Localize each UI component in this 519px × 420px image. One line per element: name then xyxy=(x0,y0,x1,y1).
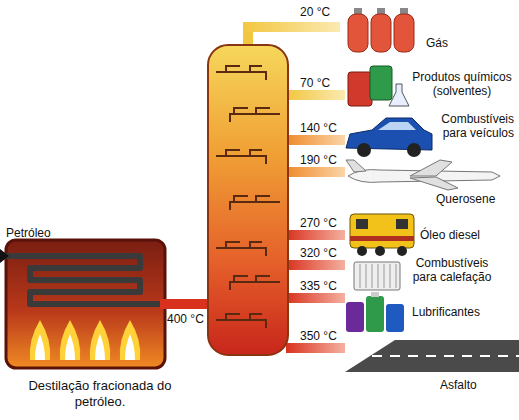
locomotive-part xyxy=(357,246,367,256)
flame-part xyxy=(65,334,75,360)
label: 20 °C xyxy=(300,5,330,19)
label: Querosene xyxy=(436,192,495,206)
label: Gás xyxy=(426,36,448,50)
label: 140 °C xyxy=(300,121,337,135)
flame-part xyxy=(35,334,45,360)
road-part xyxy=(345,340,519,372)
gas-cylinders xyxy=(348,8,414,52)
flame-part xyxy=(60,320,81,360)
car-part xyxy=(357,143,371,157)
feed-pipe xyxy=(160,299,210,309)
lubricant-bottles-part xyxy=(366,296,384,332)
gas-cylinders-part xyxy=(348,14,368,52)
flame-part xyxy=(125,334,135,360)
outlet-pipe-part xyxy=(243,22,340,32)
label: Combustíveis para veículos xyxy=(434,112,514,140)
flame xyxy=(30,320,141,360)
lubricant-bottles xyxy=(346,292,404,332)
outlet-pipe-part xyxy=(286,260,345,270)
distillation-column-part xyxy=(208,45,288,355)
locomotive-part xyxy=(356,219,368,229)
car-part xyxy=(346,118,432,150)
locomotive-part xyxy=(397,246,407,256)
label: 350 °C xyxy=(300,329,337,343)
distillation-column xyxy=(208,45,288,355)
label: Combustíveis para calefação xyxy=(406,256,498,284)
label: 70 °C xyxy=(300,76,330,90)
outlet-pipe-part xyxy=(286,167,345,177)
road xyxy=(345,340,519,372)
radiator-part xyxy=(360,264,396,288)
label: Lubrificantes xyxy=(412,305,480,319)
lubricant-bottles-part xyxy=(371,292,379,297)
outlet-pipe-part xyxy=(286,230,345,240)
flame-part xyxy=(30,320,51,360)
column-tray xyxy=(216,66,280,328)
outlet-pipe-part xyxy=(286,293,345,303)
caption: Destilação fracionada do petróleo. xyxy=(22,378,178,410)
label: 190 °C xyxy=(300,153,337,167)
gas-cylinders-part xyxy=(371,14,391,52)
label: 320 °C xyxy=(300,246,337,260)
car-part xyxy=(407,143,421,157)
locomotive-part xyxy=(350,214,414,248)
column-tray-part xyxy=(230,196,280,210)
chemical-containers xyxy=(348,66,409,106)
outlet-pipe-part xyxy=(286,90,345,100)
label: 400 °C xyxy=(167,312,204,326)
gas-cylinders-part xyxy=(394,14,414,52)
column-tray-part xyxy=(216,150,266,164)
locomotive-part xyxy=(350,236,414,241)
column-tray-part xyxy=(216,66,266,80)
column-tray-part xyxy=(216,314,266,328)
locomotive xyxy=(350,214,414,256)
outlet-pipe-part xyxy=(286,343,345,353)
label: 335 °C xyxy=(300,279,337,293)
car-part xyxy=(378,122,416,130)
flame-part xyxy=(95,334,105,360)
furnace xyxy=(0,240,165,368)
column-tray-part xyxy=(230,108,280,122)
airplane-part xyxy=(346,160,366,172)
airplane-part xyxy=(410,160,452,176)
airplane xyxy=(346,160,500,190)
label: Produtos químicos (solventes) xyxy=(410,70,514,98)
road-part xyxy=(372,355,519,357)
locomotive-part xyxy=(375,246,385,256)
radiator-part xyxy=(354,262,400,290)
airplane-part xyxy=(410,177,458,190)
label: Petróleo xyxy=(6,226,51,240)
outlet-pipe-part xyxy=(286,135,345,145)
chemical-containers-part xyxy=(348,72,372,106)
column-tray-part xyxy=(216,242,266,256)
flame-part xyxy=(90,320,111,360)
chemical-containers-part xyxy=(370,66,392,100)
label: 270 °C xyxy=(300,216,337,230)
radiator xyxy=(354,262,400,290)
label: Óleo diesel xyxy=(420,228,480,242)
inlet-arrow xyxy=(0,249,9,263)
chemical-containers-part xyxy=(389,84,409,106)
heating-coil xyxy=(0,256,162,304)
label: Asfalto xyxy=(440,378,477,392)
flame-part xyxy=(120,320,141,360)
locomotive-part xyxy=(396,219,408,229)
column-tray-part xyxy=(230,276,280,290)
car xyxy=(346,118,432,157)
lubricant-bottles-part xyxy=(346,302,364,332)
lubricant-bottles-part xyxy=(386,304,404,332)
